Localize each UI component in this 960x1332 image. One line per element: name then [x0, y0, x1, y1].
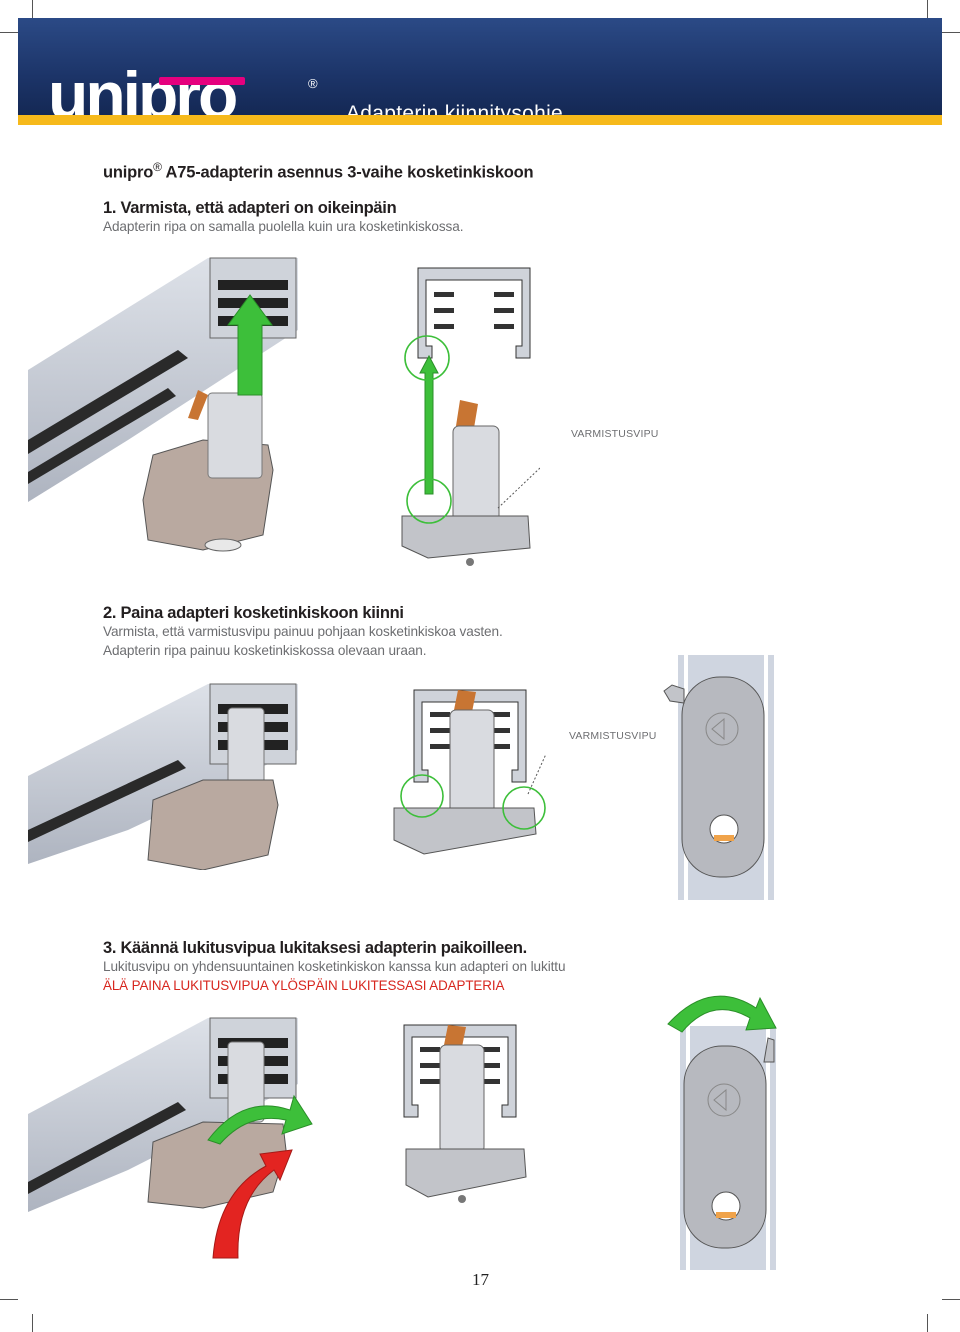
step-3-text: Lukitusvipu on yhdensuuntainen kosketink…: [103, 959, 566, 974]
crop-mark: [32, 1314, 33, 1332]
unipro-logo: unipro ®: [48, 64, 318, 125]
contact-point-marker: [406, 478, 452, 524]
logo-accent-bar: [159, 77, 245, 85]
step-2-text-1: Varmista, että varmistusvipu painuu pohj…: [103, 624, 503, 639]
crop-mark: [0, 1299, 18, 1300]
contact-point-marker: [404, 335, 450, 381]
contact-point-marker: [400, 774, 444, 818]
push-up-arrow-icon: [227, 294, 273, 396]
contact-point-marker: [502, 786, 546, 830]
step-2-title: 2. Paina adapteri kosketinkiskoon kiinni: [103, 604, 404, 622]
logo-wordmark: unipro: [48, 64, 236, 125]
step-2-rail-perspective-illustration: [28, 683, 298, 870]
step-3-adapter-bottom-view-illustration: [667, 995, 777, 1270]
crop-mark: [942, 1299, 960, 1300]
step-1-title: 1. Varmista, että adapteri on oikeinpäin: [103, 199, 397, 217]
crop-mark: [927, 1314, 928, 1332]
rotate-arrow-icon: [207, 1094, 313, 1145]
push-up-arrow-icon: [419, 354, 439, 495]
step-1-rail-cross-section-illustration: [401, 267, 540, 566]
step-2-adapter-bottom-view-illustration: [663, 655, 774, 900]
step-2-text-2: Adapterin ripa painuu kosketinkiskossa o…: [103, 643, 427, 658]
crop-mark: [942, 32, 960, 33]
crop-mark: [0, 32, 18, 33]
header-accent-stripe: [18, 115, 942, 125]
step-3-warning: ÄLÄ PAINA LUKITUSVIPUA YLÖSPÄIN LUKITESS…: [103, 978, 505, 993]
crop-mark: [32, 0, 33, 18]
step-2-callout-locking-lever: VARMISTUSVIPU: [569, 730, 657, 742]
step-1-text: Adapterin ripa on samalla puolella kuin …: [103, 219, 464, 234]
page-number: 17: [472, 1270, 489, 1289]
step-2-rail-cross-section-illustration: [393, 689, 546, 855]
main-heading: unipro® A75-adapterin asennus 3-vaihe ko…: [103, 160, 534, 183]
step-1-rail-perspective-illustration: [28, 257, 298, 552]
step-3-rail-cross-section-illustration: [403, 1024, 527, 1203]
crop-mark: [927, 0, 928, 18]
registered-mark: ®: [308, 76, 318, 91]
step-1-callout-locking-lever: VARMISTUSVIPU: [571, 428, 659, 440]
rotate-lever-arrow-icon: [667, 995, 777, 1033]
heading-text: A75-adapterin asennus 3-vaihe kosketinki…: [161, 163, 534, 182]
step-3-rail-perspective-illustration: [28, 1017, 313, 1259]
heading-brand: unipro: [103, 163, 154, 182]
do-not-push-arrow-icon: [212, 1149, 293, 1259]
page-header: unipro ® Adapterin kiinnitysohje: [18, 18, 942, 125]
heading-registered-mark: ®: [153, 160, 162, 174]
step-3-title: 3. Käännä lukitusvipua lukitaksesi adapt…: [103, 939, 527, 957]
